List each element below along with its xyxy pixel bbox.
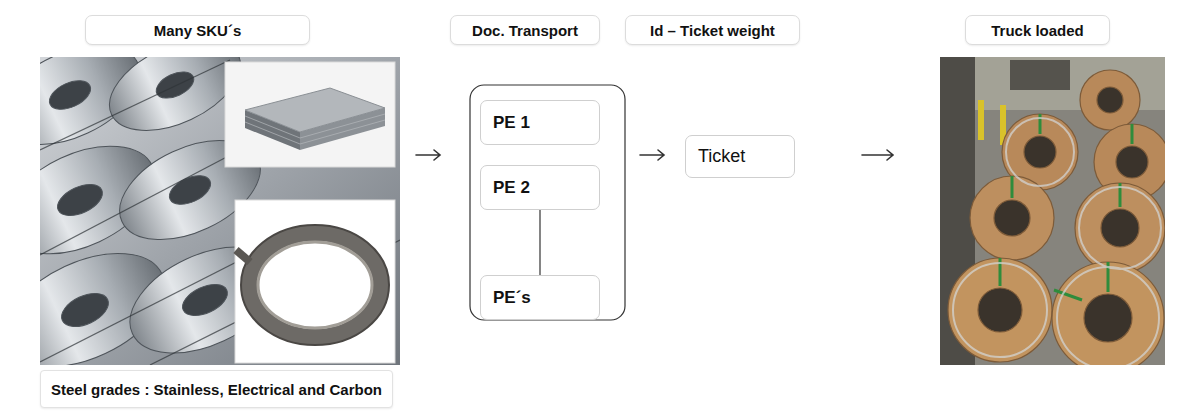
box-label: Steel grades : Stainless, Electrical and…	[51, 381, 382, 398]
sheet-stack-inset	[300, 120, 385, 144]
flow-arrow	[416, 150, 440, 160]
coil-streak	[40, 60, 400, 365]
coil-strap	[1131, 124, 1134, 144]
connector-line	[539, 210, 540, 275]
sheet-stack-inset	[245, 116, 300, 138]
sheet-stack-inset	[225, 62, 395, 167]
plastic-wrap	[953, 263, 1047, 357]
sheet-stack-inset	[245, 122, 300, 144]
strip-coil-inset	[236, 250, 250, 262]
wrapped-coil	[994, 200, 1030, 236]
plastic-wrap	[1079, 187, 1161, 269]
coil-strap	[1054, 290, 1082, 300]
wrapped-coil	[1080, 70, 1140, 130]
box-label: Many SKU´s	[154, 22, 242, 39]
box-label: Truck loaded	[991, 22, 1084, 39]
plastic-wrap	[1057, 267, 1159, 365]
box-label: Doc. Transport	[472, 22, 578, 39]
document-box: PE´s	[480, 275, 600, 320]
box-label: Id – Ticket weight	[650, 22, 775, 39]
wrapped-coil	[1116, 146, 1148, 178]
document-box: PE 1	[480, 100, 600, 145]
wrapped-coil	[1052, 262, 1164, 365]
strip-coil-inset	[241, 225, 389, 345]
truck-photo	[978, 100, 984, 140]
truck-photo	[1010, 60, 1070, 90]
box-label: PE´s	[493, 288, 531, 308]
strip-coil-inset	[258, 242, 372, 328]
wrapped-coil	[1075, 183, 1165, 273]
wrapped-coil	[1101, 209, 1139, 247]
wrapped-coil	[978, 288, 1022, 332]
ticket-box: Ticket	[685, 135, 795, 178]
step-heading: Doc. Transport	[450, 15, 600, 45]
wrapped-coil	[1024, 136, 1056, 168]
wrapped-coil	[948, 258, 1052, 362]
truck-photo	[940, 57, 1165, 365]
step-heading: Truck loaded	[965, 15, 1110, 45]
sheet-stack-inset	[245, 88, 385, 132]
strip-coil-inset	[249, 233, 381, 337]
wrapped-coil	[948, 70, 1165, 365]
wrapped-coil	[970, 176, 1054, 260]
sheet-stack-inset	[225, 62, 395, 167]
note-box: Steel grades : Stainless, Electrical and…	[40, 370, 393, 408]
wrapped-coil	[1097, 87, 1123, 113]
box-label: PE 1	[493, 113, 530, 133]
steel-coil-photo	[40, 57, 400, 365]
plastic-wrap	[953, 118, 1161, 365]
plastic-wrap	[1006, 118, 1074, 186]
coil-strap	[1011, 176, 1014, 198]
flow-arrow	[416, 150, 893, 160]
step-heading: Id – Ticket weight	[625, 15, 800, 45]
steel-coil	[53, 178, 107, 222]
steel-coil	[178, 278, 232, 322]
strip-coil-inset	[235, 200, 395, 363]
document-box: PE 2	[480, 165, 600, 210]
document-container	[470, 85, 625, 320]
flow-arrow	[640, 150, 664, 160]
steel-coil	[56, 287, 113, 334]
steel-coil	[152, 67, 198, 104]
coil-streak	[40, 150, 240, 255]
flow-arrow	[862, 150, 893, 160]
coil-streak	[40, 250, 260, 362]
coil-streak	[40, 60, 230, 150]
coil-strap	[1000, 114, 1132, 300]
steel-coil	[45, 75, 95, 115]
sheet-stack-inset	[300, 114, 385, 138]
box-label: PE 2	[493, 178, 530, 198]
wrapped-coil	[1084, 294, 1132, 342]
step-heading: Many SKU´s	[85, 15, 310, 45]
strip-coil-inset	[235, 200, 395, 363]
box-label: Ticket	[698, 146, 745, 167]
